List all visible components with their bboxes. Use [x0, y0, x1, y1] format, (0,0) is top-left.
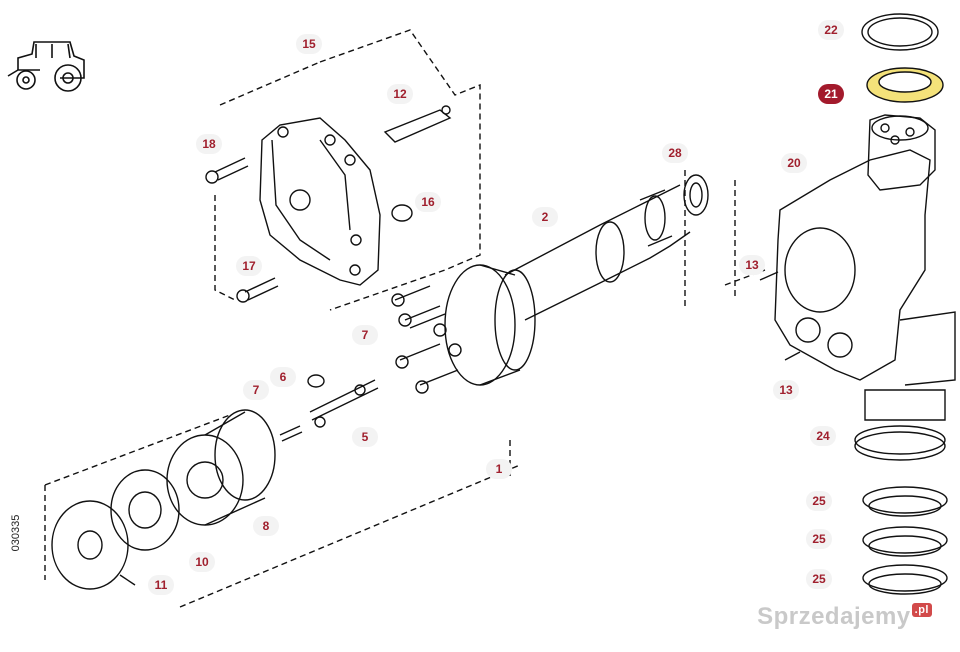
- part-label-17[interactable]: 17: [236, 256, 262, 276]
- part-label-24[interactable]: 24: [810, 426, 836, 446]
- part-label-28[interactable]: 28: [662, 143, 688, 163]
- part-label-5[interactable]: 5: [352, 427, 378, 447]
- part-label-12[interactable]: 12: [387, 84, 413, 104]
- highlighted-ring-21: [866, 67, 944, 103]
- housing-20: [774, 114, 956, 386]
- part-label-7b[interactable]: 7: [243, 380, 269, 400]
- watermark-tld: .pl: [911, 603, 932, 617]
- part-label-13a[interactable]: 13: [739, 255, 765, 275]
- part-label-10[interactable]: 10: [189, 552, 215, 572]
- drive-shaft: [504, 184, 691, 321]
- cylinder-block: [391, 264, 536, 394]
- part-label-25c[interactable]: 25: [806, 569, 832, 589]
- part-label-11[interactable]: 11: [148, 575, 174, 595]
- part-label-21[interactable]: 21: [818, 84, 844, 104]
- part-label-20[interactable]: 20: [781, 153, 807, 173]
- part-label-18[interactable]: 18: [196, 134, 222, 154]
- part-label-16[interactable]: 16: [415, 192, 441, 212]
- pump-cover: [259, 117, 381, 286]
- part-label-7a[interactable]: 7: [352, 325, 378, 345]
- tractor-icon: [7, 41, 85, 92]
- part-label-22[interactable]: 22: [818, 20, 844, 40]
- barrel-8: [166, 409, 276, 526]
- part-label-8[interactable]: 8: [253, 516, 279, 536]
- part-label-15[interactable]: 15: [296, 34, 322, 54]
- part-label-13b[interactable]: 13: [773, 380, 799, 400]
- watermark: Sprzedajemy.pl: [757, 603, 932, 631]
- watermark-text: Sprzedajemy: [757, 603, 911, 630]
- document-number: 030335: [10, 514, 22, 552]
- part-label-2[interactable]: 2: [532, 207, 558, 227]
- part-label-25b[interactable]: 25: [806, 529, 832, 549]
- part-label-6[interactable]: 6: [270, 367, 296, 387]
- part-label-25a[interactable]: 25: [806, 491, 832, 511]
- part-label-1[interactable]: 1: [486, 459, 512, 479]
